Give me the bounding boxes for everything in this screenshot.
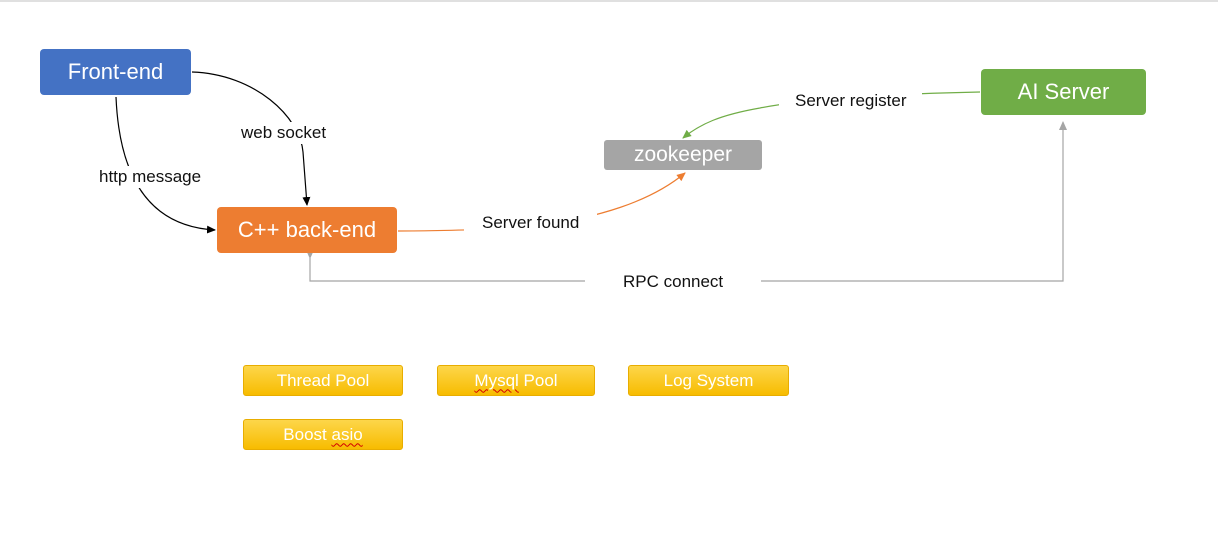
- thread-pool-label: Thread Pool: [276, 370, 370, 390]
- boost-asio-label: Boost asio: [283, 425, 362, 445]
- boost-asio-label-part2: asio: [331, 424, 363, 444]
- mysql-pool-label-part2: Pool: [518, 370, 558, 390]
- mysql-pool-label: Mysql Pool: [474, 371, 557, 391]
- web-socket-edge: [191, 71, 311, 206]
- frontend-node[interactable]: Front-end: [40, 49, 191, 95]
- server-found-label: Server found: [464, 212, 598, 234]
- web-socket-label: web socket: [239, 122, 329, 144]
- ai-server-node-label: AI Server: [1017, 79, 1110, 104]
- http-message-edge: [115, 96, 216, 234]
- cpp-backend-node[interactable]: C++ back-end: [217, 207, 397, 253]
- log-system-label: Log System: [663, 370, 754, 390]
- zookeeper-node-label: zookeeper: [633, 143, 733, 166]
- http-message-label: http message: [97, 166, 204, 188]
- mysql-pool-label-part1: Mysql: [474, 370, 519, 390]
- rpc-connect-label: RPC connect: [585, 271, 762, 293]
- server-register-label: Server register: [779, 90, 923, 112]
- ai-server-node[interactable]: AI Server: [981, 69, 1146, 115]
- frontend-node-label: Front-end: [67, 59, 164, 84]
- cpp-backend-node-label: C++ back-end: [237, 217, 377, 242]
- mysql-pool-block[interactable]: Mysql Pool: [437, 365, 595, 396]
- log-system-block[interactable]: Log System: [628, 365, 789, 396]
- thread-pool-block[interactable]: Thread Pool: [243, 365, 403, 396]
- zookeeper-node[interactable]: zookeeper: [604, 140, 762, 170]
- boost-asio-block[interactable]: Boost asio: [243, 419, 403, 450]
- boost-asio-label-part1: Boost: [283, 424, 332, 444]
